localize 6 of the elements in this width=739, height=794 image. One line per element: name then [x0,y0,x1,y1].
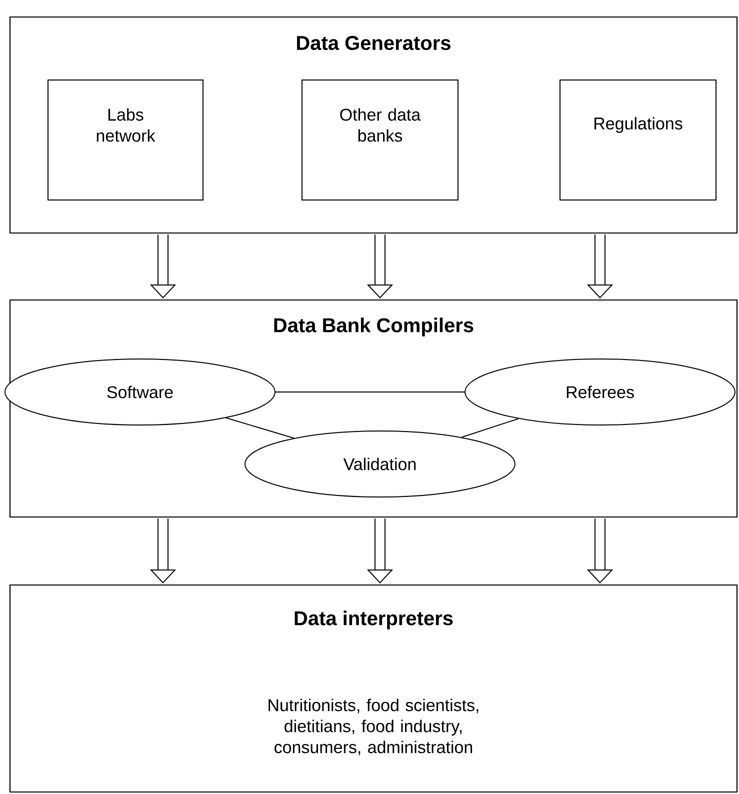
source-box: Regulations [560,80,716,200]
connector-line [226,417,294,439]
source-box: Other data banks [302,80,458,200]
group-panel: Data interpreters Nutritionists, food scientists, dietitians, food industry, consumers, administration [9,584,738,793]
source-box: Labs network [48,80,204,200]
connector-line [461,418,519,438]
